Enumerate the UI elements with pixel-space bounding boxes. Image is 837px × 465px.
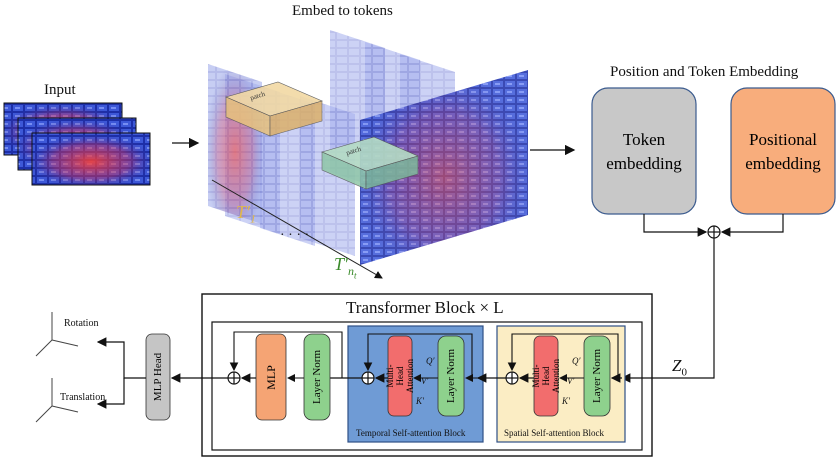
z0-line	[620, 238, 715, 383]
translation-axes-icon	[35, 378, 79, 423]
spatial-layernorm-box	[583, 335, 611, 417]
temporal-v: V′	[421, 376, 429, 386]
input-frames	[3, 102, 151, 186]
spatial-mha-label: Multi-Head Attention	[531, 359, 561, 393]
spatial-block-label: Spatial Self-attention Block	[504, 428, 604, 438]
tn-label: T′nt	[334, 254, 357, 280]
temporal-block-label: Temporal Self-attention Block	[356, 428, 466, 438]
temporal-mha-box	[387, 335, 413, 417]
transformer-inner-frame	[211, 321, 643, 451]
spatial-layernorm-label: Layer Norm	[591, 348, 603, 404]
mlp-head-box	[145, 333, 171, 421]
temporal-mha-label: Multi-Head Attention	[385, 359, 415, 393]
mlp-box	[255, 333, 287, 421]
patch-cube-1	[225, 81, 323, 137]
time-dots: · · · ·	[280, 228, 310, 243]
spatial-mha-box	[533, 335, 559, 417]
temporal-k: K′	[416, 396, 424, 406]
translation-label: Translation	[60, 392, 106, 403]
mlp-layernorm-box	[303, 333, 331, 421]
patch-cube-2	[321, 136, 419, 190]
mlp-layernorm-label: Layer Norm	[311, 349, 323, 405]
spatial-q: Q′	[572, 356, 581, 366]
rotation-axes-icon	[35, 312, 79, 357]
rotation-label: Rotation	[64, 318, 99, 329]
token-embedding-label: Token embedding	[606, 130, 682, 173]
spatial-v: V′	[567, 376, 575, 386]
mlp-label: MLP	[263, 364, 278, 390]
temporal-layernorm-label: Layer Norm	[445, 348, 457, 404]
transformer-block-title: Transformer Block × L	[346, 298, 504, 317]
z0-label: Z0	[672, 356, 687, 379]
mlp-head-label: MLP Head	[152, 352, 165, 402]
spatial-k: K′	[562, 396, 570, 406]
t1-label: T′1	[236, 202, 256, 226]
input-label: Input	[44, 82, 76, 98]
transformer-block-frame	[201, 293, 653, 457]
embed-to-tokens-label: Embed to tokens	[292, 3, 393, 19]
positional-embedding-label: Positional embedding	[745, 130, 821, 173]
temporal-q: Q′	[426, 356, 435, 366]
time-axis	[211, 179, 383, 279]
temporal-layernorm-box	[437, 335, 465, 417]
position-token-title: Position and Token Embedding	[610, 64, 799, 80]
